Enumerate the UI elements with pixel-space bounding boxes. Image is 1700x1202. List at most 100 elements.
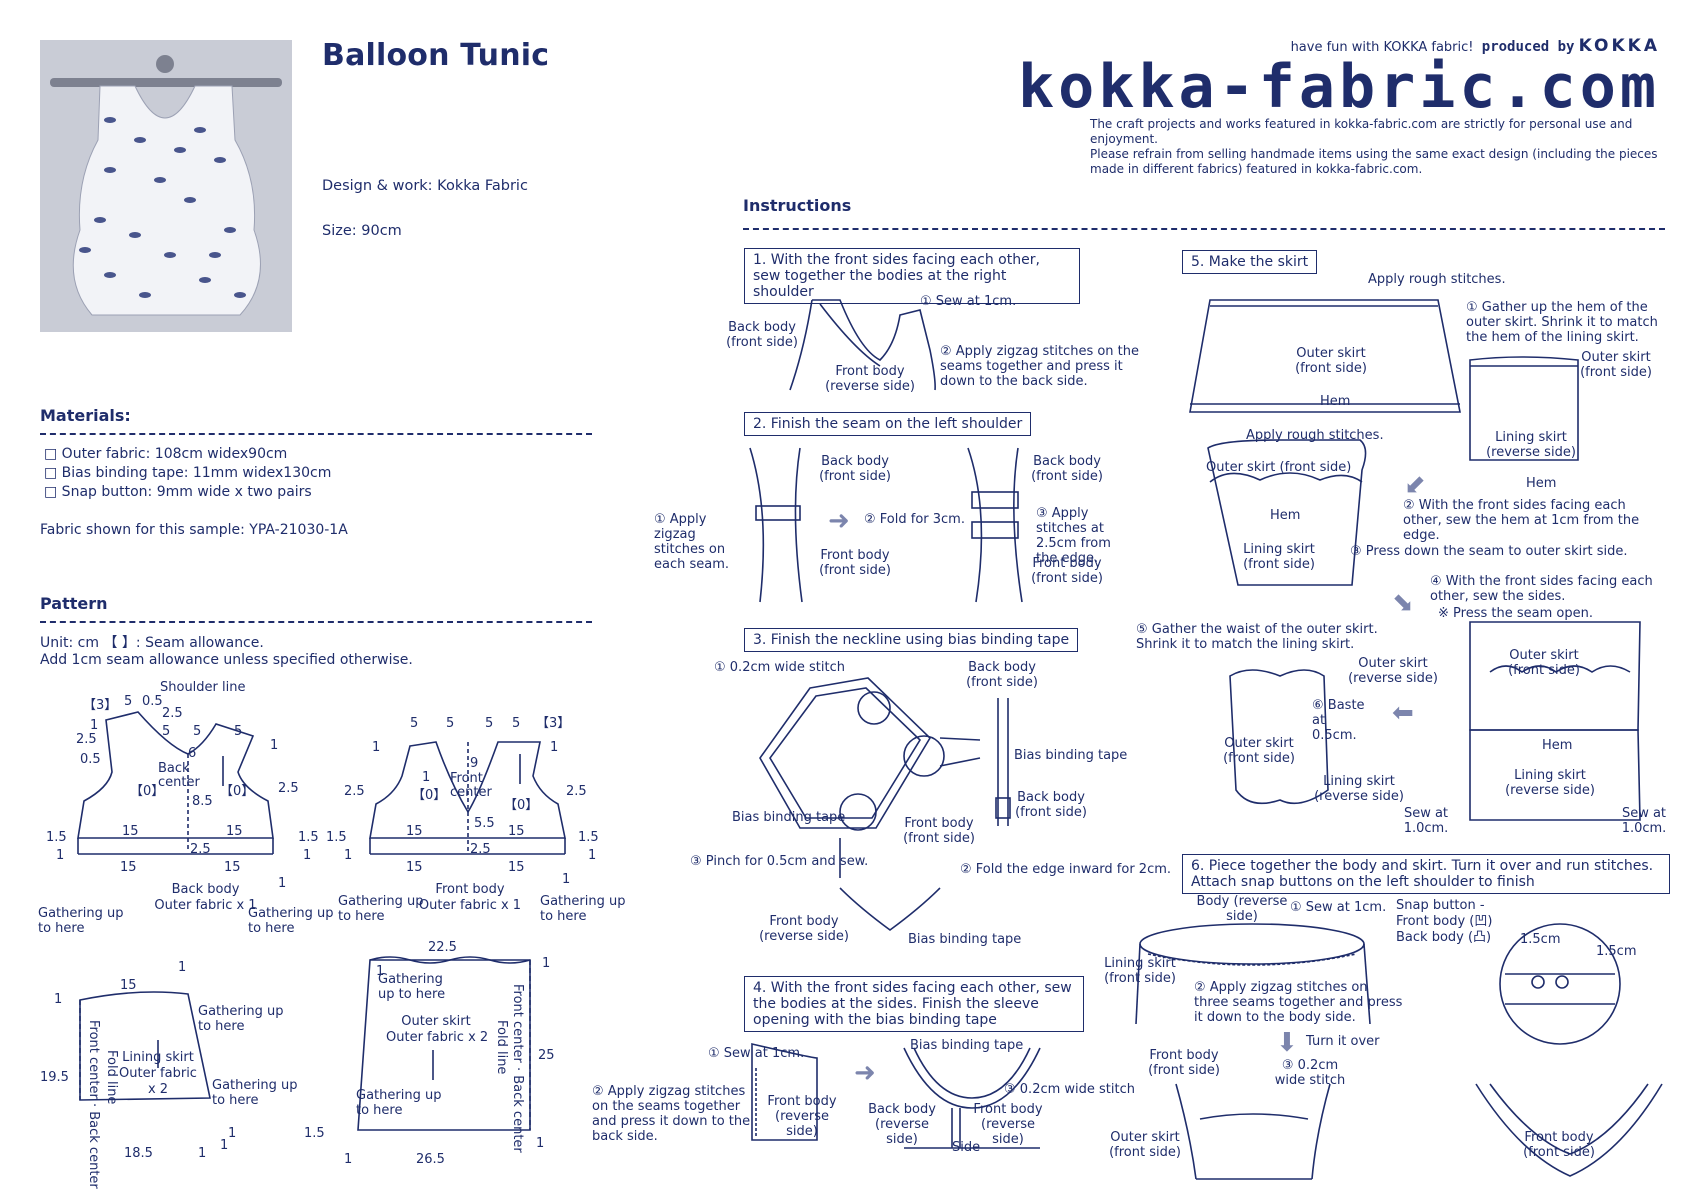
step-label: Bias binding tape xyxy=(732,810,846,825)
step-label: Hem xyxy=(1320,394,1351,409)
dimension: 15 xyxy=(508,824,525,839)
dimension: 【3】 xyxy=(536,716,571,731)
dimension: 1 xyxy=(536,1136,545,1151)
step-label: Sew at 1.0cm. xyxy=(1621,806,1667,836)
step-3-diagram: ① 0.2cm wide stitch Back body (front sid… xyxy=(690,658,1172,958)
step-label: ③ Apply stitches at 2.5cm from the edge. xyxy=(1036,506,1111,566)
notice-line: Please refrain from selling handmade ite… xyxy=(1090,147,1658,161)
materials-divider xyxy=(40,433,592,435)
dimension: 5 xyxy=(485,716,494,731)
dimension: 5 xyxy=(162,724,171,739)
front-body-pattern: 5 5 5 5 【3】 1 1 9 2.5 1 2.5 【0】 【0】 5.5 … xyxy=(326,712,640,942)
dimension: 15 xyxy=(406,824,423,839)
material-item: □ Outer fabric: 108cm widex90cm xyxy=(44,446,288,462)
material-item: □ Snap button: 9mm wide x two pairs xyxy=(44,484,312,500)
gathering-note: Gathering up to here xyxy=(198,1004,284,1034)
step-label: Lining skirt (reverse side) xyxy=(1314,774,1404,804)
step-2-diagram: ① Apply zigzag stitches on each seam. Ba… xyxy=(650,442,1130,612)
pattern-name: Back body xyxy=(171,882,240,897)
step-1-title: 1. With the front sides facing each othe… xyxy=(744,248,1080,304)
step-label: Front body (凹) xyxy=(1396,914,1493,929)
step-label: Bias binding tape xyxy=(908,932,1022,947)
dimension: 15 xyxy=(406,860,423,875)
dimension: 1.5 xyxy=(298,830,319,845)
outer-skirt-pattern: 22.5 1 1 25 1.5 1 26.5 1 Front center · … xyxy=(304,930,620,1170)
seam-allowance: 【0】 xyxy=(504,798,539,813)
page-title: Balloon Tunic xyxy=(322,38,550,73)
step-label: Snap button - xyxy=(1396,898,1485,913)
dimension: 2.5 xyxy=(566,784,587,799)
dimension: 5 xyxy=(124,694,133,709)
dimension: 2.5 xyxy=(162,706,183,721)
dimension: 1 xyxy=(344,848,353,863)
dimension: 1 xyxy=(278,876,287,891)
step-label: ② Apply zigzag stitches on three seams t… xyxy=(1194,980,1403,1025)
step-label: Lining skirt (front side) xyxy=(1104,956,1176,986)
side-seam-drawing xyxy=(751,1042,1041,1149)
gathering-note: Gathering up to here xyxy=(248,906,334,936)
step-label: ① Sew at 1cm. xyxy=(708,1046,805,1061)
step-label: ① Sew at 1cm. xyxy=(1290,900,1387,915)
step-label: ※ Press the seam open. xyxy=(1438,606,1593,621)
dimension: 5 xyxy=(446,716,455,731)
step-label: Lining skirt (reverse side) xyxy=(1486,430,1576,460)
pattern-note: Add 1cm seam allowance unless specified … xyxy=(40,652,413,668)
step-label: Outer skirt (front side) xyxy=(1109,1130,1181,1160)
arrow-right-icon: ➜ xyxy=(828,506,850,536)
step-label: Outer skirt (reverse side) xyxy=(1348,656,1438,686)
step-label: Front body (reverse side) xyxy=(767,1094,837,1139)
pattern-fabric: Outer fabric x 1 xyxy=(418,898,522,913)
dimension: 1 xyxy=(588,848,597,863)
back-body-outline xyxy=(77,711,274,855)
step-label: ③ 0.2cm wide stitch xyxy=(1274,1058,1346,1088)
back-center-label: Back center xyxy=(158,761,200,790)
step-label: ② Apply zigzag stitches on the seams tog… xyxy=(592,1084,751,1144)
dimension: 0.5 xyxy=(142,694,163,709)
dimension: 1 xyxy=(550,740,559,755)
dimension: 2.5 xyxy=(470,842,491,857)
step-label: Outer skirt (front side) xyxy=(1206,460,1352,475)
step-label: Back body (凸) xyxy=(1396,930,1492,945)
dimension: 1 xyxy=(270,738,279,753)
step-label: Outer skirt (front side) xyxy=(1223,736,1295,766)
dimension: 1 xyxy=(303,848,312,863)
neckline-binding-drawing xyxy=(759,677,1011,931)
dimension: 15 xyxy=(120,978,137,993)
step-6-title: 6. Piece together the body and skirt. Tu… xyxy=(1182,854,1670,894)
step-label: Back body (front side) xyxy=(1031,454,1103,484)
fabric-sample: Fabric shown for this sample: YPA-21030-… xyxy=(40,522,348,538)
dimension: 【3】 xyxy=(83,698,118,713)
shoulder-seam-drawing xyxy=(789,299,936,391)
dimension: 1 xyxy=(228,1126,237,1141)
step-label: ③ Press down the seam to outer skirt sid… xyxy=(1350,544,1628,559)
pattern-fabric: Outer fabric xyxy=(119,1066,197,1081)
shoulder-line-label: Shoulder line xyxy=(160,680,246,695)
step-label: ② Fold the edge inward for 2cm. xyxy=(960,862,1172,877)
step-label: Back body (front side) xyxy=(1015,790,1087,820)
step-label: Outer skirt (front side) xyxy=(1295,346,1367,376)
dimension: 15 xyxy=(508,860,525,875)
dimension: 1.5 xyxy=(326,830,347,845)
outer-skirt-outline xyxy=(357,956,531,1131)
dimension: 2.5 xyxy=(190,842,211,857)
step-label: Lining skirt (reverse side) xyxy=(1505,768,1595,798)
step-label: Bias binding tape xyxy=(1014,748,1128,763)
front-body-outline xyxy=(369,741,566,855)
step-2-title: 2. Finish the seam on the left shoulder xyxy=(744,412,1032,436)
dimension: 1 xyxy=(344,1152,353,1167)
step-label: ⑤ Gather the waist of the outer skirt. S… xyxy=(1136,622,1378,652)
materials-heading: Materials: xyxy=(40,406,131,425)
dimension: 1 xyxy=(372,740,381,755)
front-center-label: Front center xyxy=(450,771,492,800)
dimension: 1.5 xyxy=(304,1126,325,1141)
step-label: Sew at 1.0cm. xyxy=(1403,806,1449,836)
seam-allowance: 【0】 xyxy=(220,784,255,799)
dimension: 0.5 xyxy=(80,752,101,767)
skirt-assembly-drawing xyxy=(1189,299,1641,821)
back-body-pattern: Shoulder line 【3】 5 0.5 2.5 5 5 5 1 1 2.… xyxy=(38,676,338,936)
design-credit: Design & work: Kokka Fabric xyxy=(322,178,528,194)
edge-label: Front center · Back center xyxy=(86,1020,101,1189)
pattern-name: Front body xyxy=(435,882,505,897)
step-label: Front body (reverse side) xyxy=(973,1102,1043,1147)
gathering-note: Gathering up to here xyxy=(540,894,626,924)
